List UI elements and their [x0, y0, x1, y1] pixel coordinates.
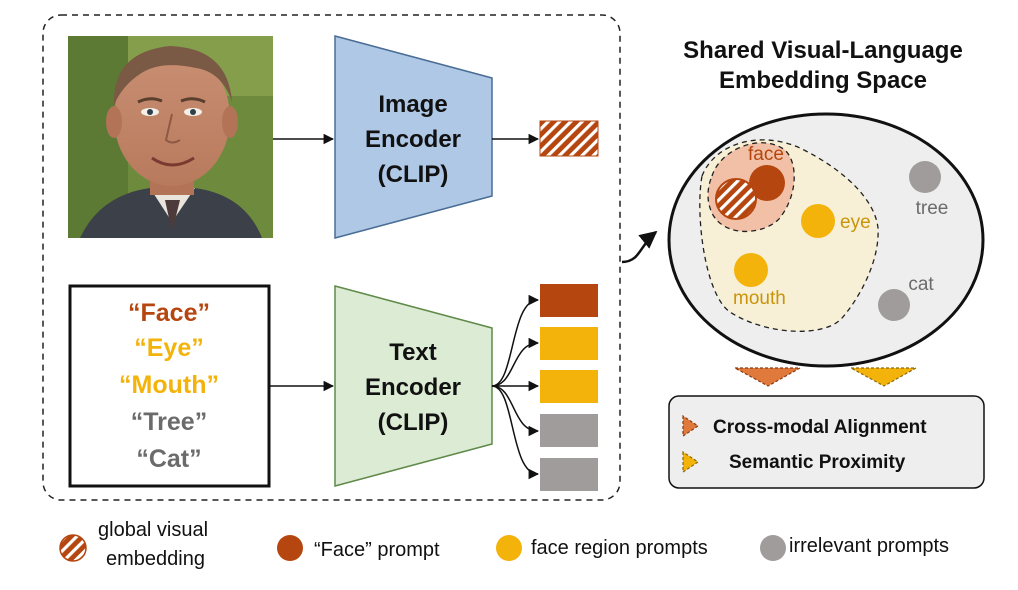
face-photo	[68, 36, 273, 238]
alignment-box	[668, 395, 985, 489]
cross-modal-marker-icon	[682, 414, 700, 438]
face-prompt-point	[749, 165, 785, 201]
label-cat: cat	[908, 274, 934, 295]
text-encoder-label-2: Encoder	[365, 374, 461, 401]
arrow-to-embedding-space	[621, 230, 658, 264]
legend-region-label: face region prompts	[531, 537, 708, 559]
embedding-space-title-2: Embedding Space	[719, 67, 927, 94]
global-visual-embedding	[539, 120, 599, 157]
legend-face-label: “Face” prompt	[314, 539, 440, 561]
legend-irrelevant-label: irrelevant prompts	[789, 535, 949, 557]
legend-face-icon	[277, 535, 303, 561]
cross-modal-triangle	[734, 367, 803, 387]
cat-point	[878, 289, 910, 321]
prompt-tree: “Tree”	[131, 408, 207, 436]
image-encoder-label-3: (CLIP)	[378, 161, 449, 188]
legend-region-icon	[496, 535, 522, 561]
legend-global-icon	[59, 534, 87, 562]
semantic-marker-icon	[682, 450, 700, 474]
image-encoder-label-2: Encoder	[365, 126, 461, 153]
mouth-point	[734, 253, 768, 287]
label-eye: eye	[840, 212, 871, 233]
tree-point	[909, 161, 941, 193]
label-tree: tree	[916, 198, 949, 219]
legend-irrelevant-icon	[760, 535, 786, 561]
text-encoder-label-3: (CLIP)	[378, 409, 449, 436]
global-visual-point	[715, 178, 757, 220]
image-encoder-label-1: Image	[378, 91, 447, 118]
legend-global-line-1: global visual	[98, 519, 208, 541]
text-encoder-label-1: Text	[389, 339, 437, 366]
text-embedding-tree	[540, 414, 598, 447]
prompt-eye: “Eye”	[134, 334, 203, 362]
text-embedding-mouth	[540, 370, 598, 403]
semantic-label: Semantic Proximity	[729, 452, 906, 473]
image-encoder-block	[334, 35, 493, 239]
eye-point	[801, 204, 835, 238]
encoders-frame	[42, 14, 621, 501]
prompt-mouth: “Mouth”	[119, 371, 219, 399]
fan-out-arrows	[491, 294, 540, 480]
label-face: face	[748, 144, 784, 165]
prompt-face: “Face”	[128, 299, 210, 327]
prompt-text-box	[68, 284, 271, 488]
text-encoder-block	[334, 285, 493, 487]
label-mouth: mouth	[733, 288, 786, 309]
prompt-cat: “Cat”	[136, 445, 201, 473]
cross-modal-label: Cross-modal Alignment	[713, 417, 927, 438]
embedding-space-title-1: Shared Visual-Language	[683, 37, 963, 64]
legend-global-line-2: embedding	[106, 548, 205, 570]
text-embedding-cat	[540, 458, 598, 491]
text-embedding-face	[540, 284, 598, 317]
text-embedding-eye	[540, 327, 598, 360]
semantic-triangle	[850, 367, 919, 387]
